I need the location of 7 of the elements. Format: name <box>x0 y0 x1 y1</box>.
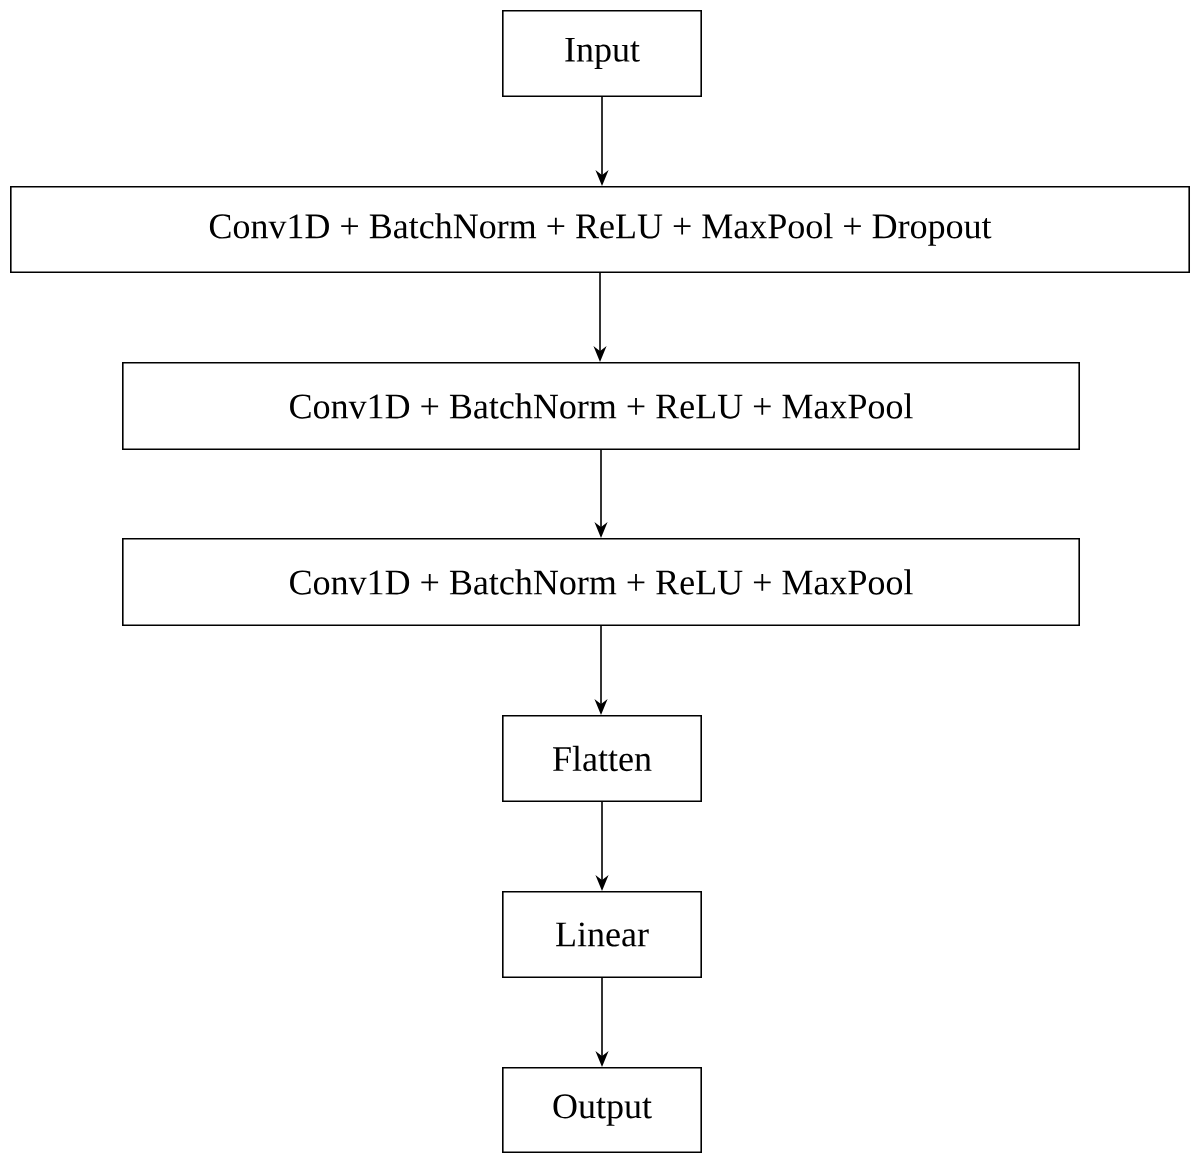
layer-box: Output <box>502 1067 702 1153</box>
layer-box: Conv1D + BatchNorm + ReLU + MaxPool <box>122 362 1080 450</box>
layer-box: Flatten <box>502 715 702 802</box>
layer-box: Linear <box>502 891 702 978</box>
layer-box: Conv1D + BatchNorm + ReLU + MaxPool <box>122 538 1080 626</box>
layer-box: Input <box>502 10 702 97</box>
layer-box: Conv1D + BatchNorm + ReLU + MaxPool + Dropout <box>10 186 1190 273</box>
